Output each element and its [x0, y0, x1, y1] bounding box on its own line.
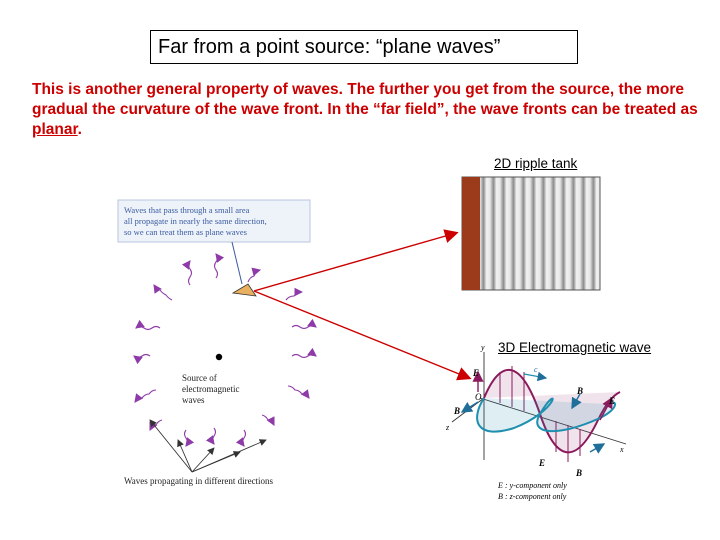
legend-e-text: : y-component only	[505, 481, 567, 490]
callout-line-3: so we can treat them as plane waves	[124, 227, 247, 237]
origin-label: O	[475, 392, 482, 402]
c-label: c	[534, 365, 538, 374]
legend-b-text: : z-component only	[505, 492, 567, 501]
b-label-1: B	[453, 406, 460, 416]
body-text-end: .	[77, 121, 82, 138]
e-label-3: E	[538, 458, 545, 468]
body-text-part1: This is another general property of wave…	[32, 81, 698, 118]
b-label-3: B	[575, 468, 582, 478]
em-wave-label: 3D Electromagnetic wave	[498, 340, 652, 355]
callout-line-2: all propagate in nearly the same directi…	[124, 216, 267, 226]
body-text-emphasis: planar	[32, 121, 78, 138]
e-label-2: E	[608, 396, 615, 406]
legend-b-symbol: B	[498, 492, 503, 501]
y-axis-label: y	[480, 343, 485, 352]
legend-e-symbol: E	[497, 481, 503, 490]
source-line-1: Source of	[182, 373, 217, 383]
point-source-figure: Waves that pass through a small area all…	[117, 199, 317, 486]
z-axis-label: z	[445, 423, 450, 432]
body-text: This is another general property of wave…	[32, 80, 702, 140]
source-point	[215, 353, 223, 361]
ripple-tank-label: 2D ripple tank	[494, 156, 578, 171]
b-label-2: B	[576, 386, 583, 396]
slide-title: Far from a point source: “plane waves”	[150, 30, 578, 64]
red-arrows	[253, 229, 472, 381]
figure-caption: Waves propagating in different direction…	[124, 476, 274, 486]
callout-line-1: Waves that pass through a small area	[124, 205, 250, 215]
source-line-2: electromagnetic	[182, 384, 239, 394]
e-label-1: E	[472, 368, 479, 378]
small-area-patch	[231, 283, 257, 297]
em-wave-figure: y x z O c E B B E E B E	[445, 343, 627, 501]
source-line-3: waves	[182, 395, 205, 405]
ripple-tank-image	[461, 176, 601, 291]
x-axis-label: x	[619, 445, 624, 454]
